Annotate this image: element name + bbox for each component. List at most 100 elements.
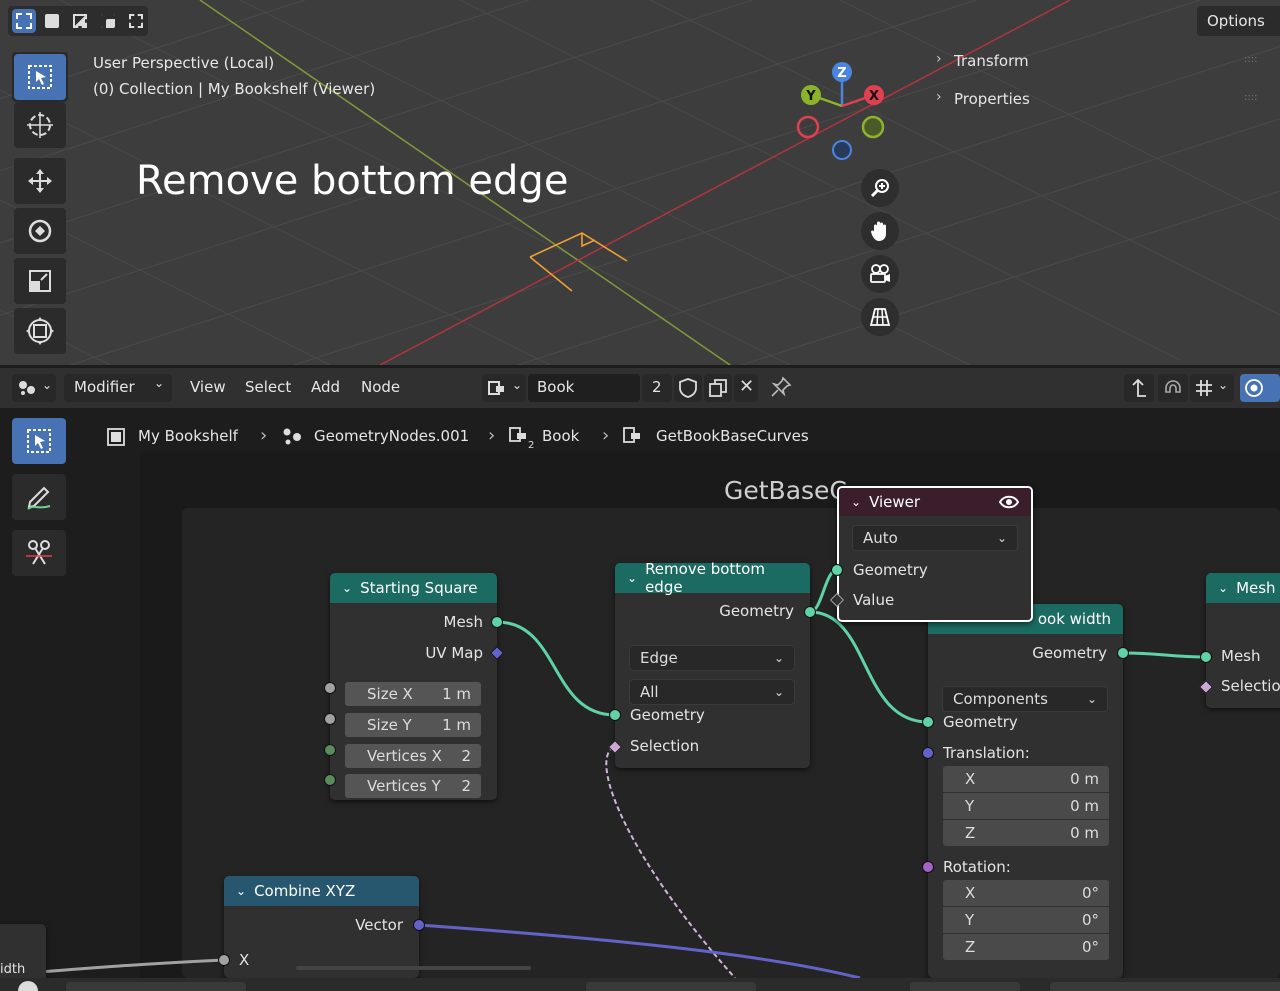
duplicate-icon[interactable] — [704, 374, 732, 402]
node-group-browse[interactable]: ⌄ — [482, 374, 526, 402]
annotate-icon[interactable] — [12, 474, 66, 520]
node-editor-canvas[interactable]: GetBaseC My Bookshelf › GeometryNodes.00… — [0, 408, 1280, 978]
breadcrumb-item-subgroup[interactable]: GetBookBaseCurves — [656, 427, 809, 445]
chevron-down-icon[interactable]: ⌄ — [627, 571, 638, 585]
camera-icon[interactable] — [861, 255, 899, 293]
x-input-socket[interactable] — [218, 954, 230, 966]
scale-icon[interactable] — [14, 258, 66, 304]
breadcrumb-item-object[interactable]: My Bookshelf — [138, 427, 238, 445]
snap-magnet-icon[interactable] — [1158, 374, 1188, 402]
geometry-output-socket[interactable] — [804, 606, 816, 618]
node-viewer[interactable]: ⌄ Viewer Auto⌄ Geometry Value — [837, 486, 1033, 622]
panel-properties[interactable]: › Properties :::: — [926, 80, 1280, 118]
hand-pan-icon[interactable] — [861, 212, 899, 250]
node-header[interactable]: ⌄ Viewer — [839, 488, 1031, 516]
fake-user-shield-icon[interactable] — [674, 374, 702, 402]
node-header[interactable]: ⌄ Mesh — [1206, 573, 1280, 603]
chevron-down-icon[interactable]: ⌄ — [236, 884, 247, 898]
drag-grip-icon[interactable]: :::: — [1244, 92, 1258, 103]
size-x-socket[interactable] — [324, 682, 336, 694]
cursor-icon[interactable] — [14, 102, 66, 148]
node-header[interactable]: ⌄ Remove bottom edge — [615, 560, 810, 596]
node-mesh[interactable]: ⌄ Mesh Mesh Selectio — [1206, 573, 1280, 708]
geometry-input-socket[interactable] — [609, 709, 621, 721]
chevron-down-icon[interactable]: ⌄ — [1218, 581, 1229, 595]
navigation-gizmo[interactable]: Z Y X — [790, 58, 900, 168]
domain-dropdown[interactable]: Edge⌄ — [629, 645, 795, 671]
parent-node-tree-icon[interactable] — [1124, 374, 1154, 402]
zoom-icon[interactable] — [861, 169, 899, 207]
geometry-output-socket[interactable] — [1117, 647, 1129, 659]
snap-grid-dropdown[interactable]: ⌄ — [1190, 374, 1234, 402]
panel-transform[interactable]: › Transform :::: — [926, 42, 1280, 80]
menu-node[interactable]: Node — [361, 378, 401, 396]
select-subtract-icon[interactable] — [68, 9, 92, 33]
horizontal-scrollbar[interactable] — [296, 966, 531, 970]
move-icon[interactable] — [14, 158, 66, 204]
ortho-grid-icon[interactable] — [861, 298, 899, 336]
rotation-input-socket[interactable] — [922, 861, 934, 873]
unlink-close-icon[interactable]: ✕ — [734, 374, 758, 402]
node-remove-bottom-edge[interactable]: ⌄ Remove bottom edge Geometry Edge⌄ All⌄… — [615, 560, 810, 768]
users-count[interactable]: 2 — [642, 374, 672, 402]
transform-mode-dropdown[interactable]: Components⌄ — [942, 686, 1108, 712]
translation-input-socket[interactable] — [922, 747, 934, 759]
frame-range-fields[interactable] — [1050, 982, 1280, 991]
current-frame-field[interactable] — [910, 982, 1020, 991]
pin-icon[interactable] — [770, 376, 794, 400]
breadcrumb-item-modifier[interactable]: GeometryNodes.001 — [314, 427, 470, 445]
size-y-socket[interactable] — [324, 713, 336, 725]
mesh-input-socket[interactable] — [1200, 651, 1212, 663]
rotate-icon[interactable] — [14, 208, 66, 254]
options-button[interactable]: Options — [1197, 6, 1280, 36]
node-combine-xyz[interactable]: ⌄ Combine XYZ Vector X — [224, 876, 419, 978]
overlay-toggle-icon[interactable] — [1240, 374, 1280, 402]
node-header[interactable]: ⌄ Starting Square — [330, 573, 497, 603]
timeline-editor-icon[interactable] — [18, 981, 38, 991]
vertices-y-socket[interactable] — [324, 774, 336, 786]
menu-select[interactable]: Select — [245, 378, 292, 396]
viewer-geometry-socket[interactable] — [831, 564, 843, 576]
chevron-down-icon[interactable]: ⌄ — [342, 581, 353, 595]
geometry-input-socket[interactable] — [922, 716, 934, 728]
vector-output-socket[interactable] — [413, 919, 425, 931]
breadcrumb-item-group[interactable]: Book — [542, 427, 580, 445]
drag-grip-icon[interactable]: :::: — [1244, 54, 1258, 65]
mesh-output-socket[interactable] — [491, 616, 503, 628]
select-invert-icon[interactable] — [96, 9, 120, 33]
select-new-icon[interactable] — [12, 9, 36, 33]
node-offscreen[interactable]: idth — [0, 924, 46, 978]
eye-icon[interactable] — [999, 495, 1019, 509]
chevron-down-icon[interactable]: ⌄ — [851, 495, 862, 509]
node-group-name-field[interactable]: Book — [528, 374, 640, 402]
transport-controls[interactable] — [586, 982, 756, 991]
node-header[interactable]: ⌄ Combine XYZ — [224, 876, 419, 906]
node-select-box-icon[interactable] — [12, 418, 66, 464]
3d-viewport[interactable]: User Perspective (Local) (0) Collection … — [0, 0, 1280, 365]
playback-dropdown[interactable] — [66, 982, 246, 991]
links-cut-icon[interactable] — [12, 530, 66, 576]
menu-add[interactable]: Add — [311, 378, 341, 396]
mode-dropdown[interactable]: All⌄ — [629, 679, 795, 705]
vertices-x-socket[interactable] — [324, 744, 336, 756]
transform-icon[interactable] — [14, 308, 66, 354]
select-box-icon[interactable] — [14, 54, 66, 100]
viewer-domain-dropdown[interactable]: Auto⌄ — [852, 525, 1018, 551]
node-transform[interactable]: ook width Geometry Components⌄ Geometry … — [928, 604, 1123, 978]
menu-view[interactable]: View — [190, 378, 226, 396]
mode-dropdown[interactable]: Modifier ⌄ — [64, 374, 172, 402]
select-extend-icon[interactable] — [40, 9, 64, 33]
select-intersect-icon[interactable] — [124, 9, 148, 33]
editor-type-button[interactable]: ⌄ — [12, 374, 56, 402]
